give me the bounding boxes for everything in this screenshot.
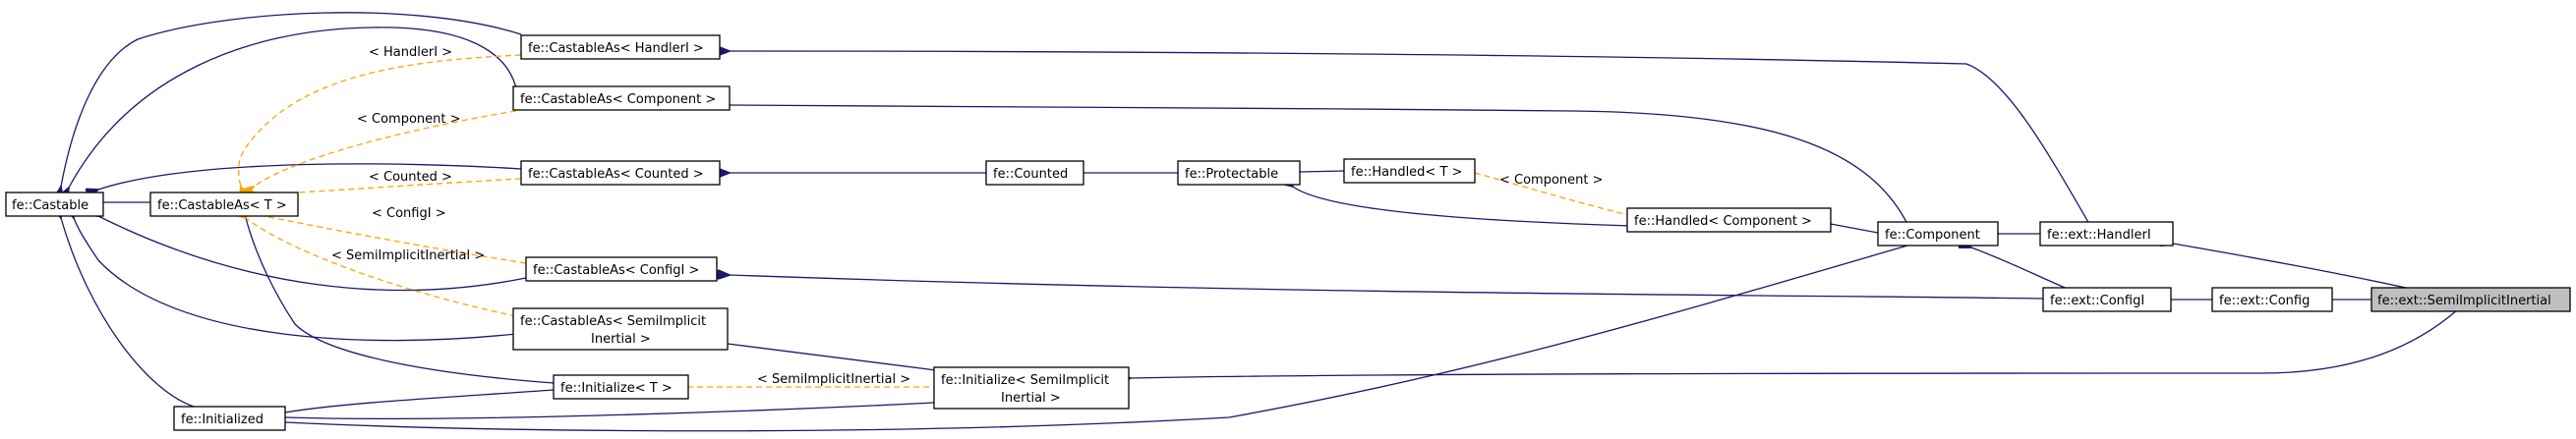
node-initialize-semi[interactable]: fe::Initialize< SemiImplicit Inertial > [933, 366, 1130, 410]
node-castable[interactable]: fe::Castable [5, 192, 104, 217]
edge-initialize-semi-to-castableas-semi [728, 344, 945, 372]
edge-label-semi-initialize: < SemiImplicitInertial > [757, 372, 910, 387]
svg-text:fe::CastableAs< T >: fe::CastableAs< T > [157, 198, 287, 213]
edge-labels: < HandlerI > < Component > < Counted > <… [331, 45, 1604, 387]
svg-text:fe::ext::HandlerI: fe::ext::HandlerI [2047, 228, 2151, 243]
node-ext-config[interactable]: fe::ext::Config [2211, 287, 2333, 312]
svg-text:fe::ext::ConfigI: fe::ext::ConfigI [2050, 294, 2144, 308]
svg-text:fe::CastableAs< SemiImplicit: fe::CastableAs< SemiImplicit [520, 314, 706, 329]
svg-text:fe::CastableAs< HandlerI >: fe::CastableAs< HandlerI > [528, 41, 704, 56]
edge-castableas-semi-to-castable [74, 218, 517, 342]
edge-label-handleri: < HandlerI > [369, 45, 452, 60]
node-castableas-t[interactable]: fe::CastableAs< T > [149, 192, 299, 217]
node-castableas-counted[interactable]: fe::CastableAs< Counted > [520, 160, 721, 186]
svg-text:fe::Initialize< T >: fe::Initialize< T > [560, 381, 673, 396]
edge-template-handleri [237, 54, 522, 187]
edge-ext-handleri-to-castableas-handleri [730, 51, 2090, 225]
edge-ext-semi-to-initialize-semi [1131, 308, 2459, 378]
node-initialize-t[interactable]: fe::Initialize< T > [553, 374, 689, 400]
node-ext-handleri[interactable]: fe::ext::HandlerI [2039, 221, 2174, 247]
svg-text:fe::Component: fe::Component [1885, 228, 1980, 243]
node-counted[interactable]: fe::Counted [985, 160, 1084, 186]
node-initialized[interactable]: fe::Initialized [173, 406, 286, 431]
node-ext-configi[interactable]: fe::ext::ConfigI [2042, 287, 2172, 312]
node-ext-semi-implicit-inertial[interactable]: fe::ext::SemiImplicitInertial [2371, 287, 2571, 312]
edge-ext-semi-to-ext-handleri [2173, 244, 2420, 292]
node-handled-t[interactable]: fe::Handled< T > [1343, 158, 1476, 184]
edge-template-component [254, 110, 517, 187]
edge-initialize-semi-to-initialized [285, 402, 935, 418]
svg-text:fe::Protectable: fe::Protectable [1185, 167, 1278, 182]
svg-text:fe::Initialize< SemiImplicit: fe::Initialize< SemiImplicit [941, 373, 1109, 388]
svg-text:fe::CastableAs< Counted >: fe::CastableAs< Counted > [528, 167, 704, 182]
edge-label-configi: < ConfigI > [372, 206, 446, 221]
node-castableas-handleri[interactable]: fe::CastableAs< HandlerI > [520, 34, 721, 60]
node-castableas-configi[interactable]: fe::CastableAs< ConfigI > [525, 256, 718, 282]
svg-text:fe::Castable: fe::Castable [12, 198, 88, 213]
edge-component-to-castableas-component [730, 105, 1908, 225]
edge-template-semi [246, 218, 517, 317]
edge-handled-component-to-protectable [1293, 187, 1633, 227]
edge-initialized-to-castable [61, 218, 198, 409]
svg-text:fe::CastableAs< Component >: fe::CastableAs< Component > [520, 92, 716, 107]
svg-text:fe::ext::SemiImplicitInertial: fe::ext::SemiImplicitInertial [2377, 294, 2551, 308]
edge-component-to-initialized [285, 245, 1908, 432]
edge-castableas-handleri-to-castable [61, 12, 522, 187]
edge-castableas-counted-to-castable [98, 163, 522, 190]
node-castableas-semi[interactable]: fe::CastableAs< SemiImplicit Inertial > [512, 307, 729, 351]
edge-label-semi: < SemiImplicitInertial > [331, 248, 485, 263]
node-component[interactable]: fe::Component [1877, 221, 1999, 247]
edge-template-counted [261, 178, 522, 194]
svg-text:Inertial >: Inertial > [591, 332, 651, 347]
svg-text:Inertial >: Inertial > [1001, 391, 1061, 406]
edge-ext-configi-to-component [1971, 247, 2071, 291]
node-handled-component[interactable]: fe::Handled< Component > [1626, 207, 1832, 233]
inheritance-edges [61, 12, 2459, 432]
edge-initialize-t-to-castableas-t [246, 218, 555, 384]
edge-label-counted: < Counted > [369, 170, 452, 185]
edge-initialize-t-to-initialized [285, 389, 555, 412]
edge-component-to-handled-component [1831, 224, 1879, 234]
node-protectable[interactable]: fe::Protectable [1177, 160, 1301, 186]
svg-text:fe::Handled< Component >: fe::Handled< Component > [1634, 214, 1812, 229]
svg-text:fe::Initialized: fe::Initialized [181, 412, 263, 427]
edge-castableas-configi-to-castable [98, 216, 527, 292]
node-castableas-component[interactable]: fe::CastableAs< Component > [512, 85, 731, 111]
edge-handled-t-to-protectable [1300, 171, 1345, 172]
svg-text:fe::ext::Config: fe::ext::Config [2219, 294, 2310, 308]
edge-ext-configi-to-castableas-configi [730, 275, 2044, 300]
svg-text:fe::Handled< T >: fe::Handled< T > [1351, 165, 1462, 180]
edge-template-handled-component [1475, 173, 1633, 217]
edge-template-configi [254, 214, 527, 264]
edge-castableas-component-to-castable [69, 27, 517, 188]
edge-label-handled-component: < Component > [1499, 173, 1604, 188]
template-edges [237, 54, 1633, 387]
svg-text:fe::Counted: fe::Counted [993, 167, 1068, 182]
svg-text:fe::CastableAs< ConfigI >: fe::CastableAs< ConfigI > [533, 263, 699, 278]
edge-label-component: < Component > [357, 112, 461, 127]
